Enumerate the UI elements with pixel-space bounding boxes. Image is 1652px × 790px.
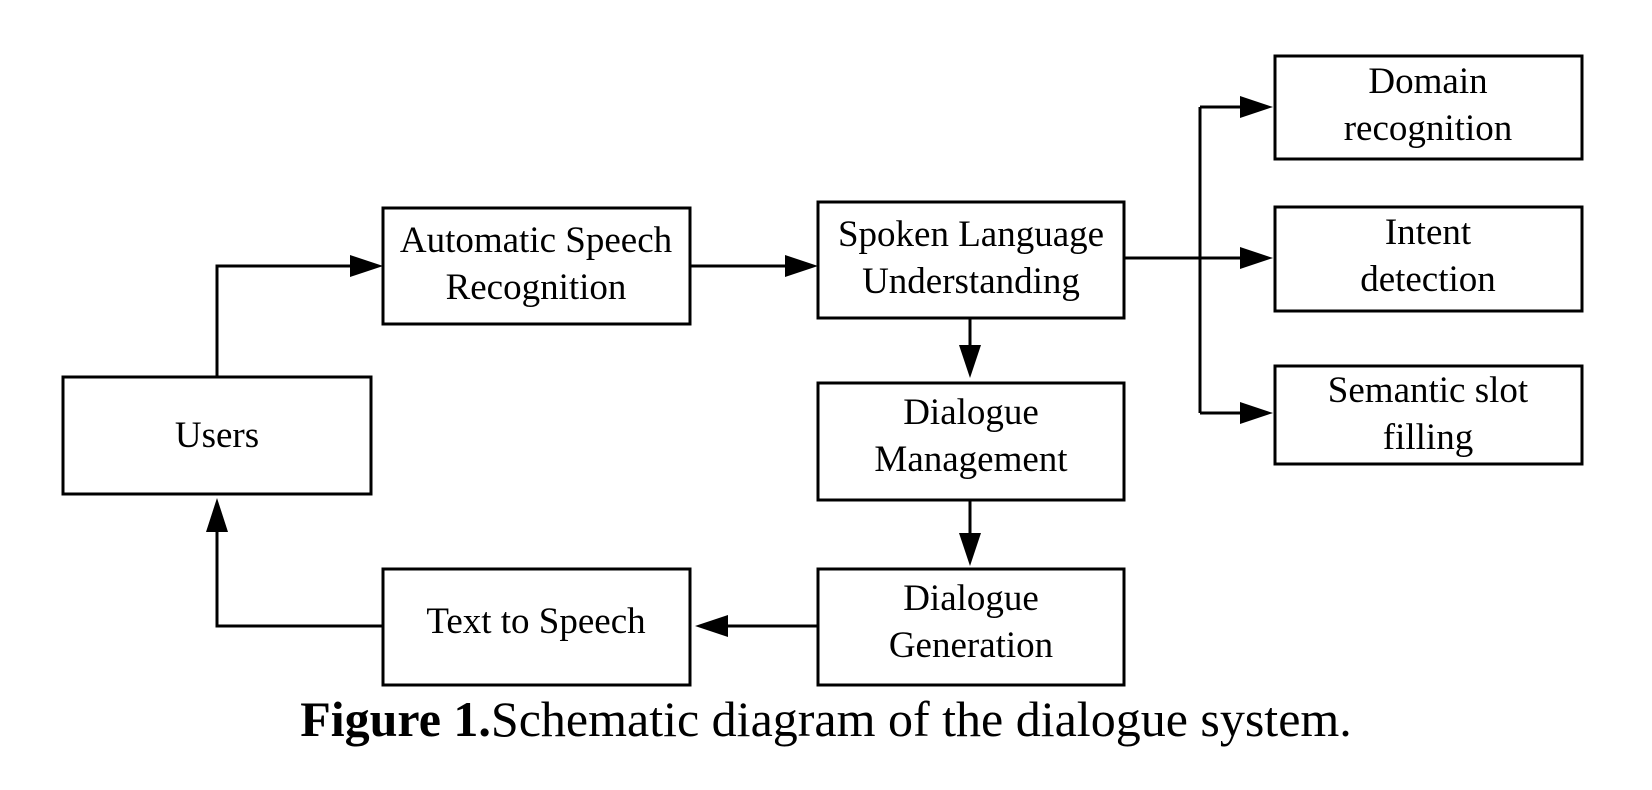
node-automatic-speech-recognition: Automatic Speech Recognition [381,206,692,326]
arrowhead-to-intent [1240,247,1273,269]
node-slu-label-line2: Understanding [862,261,1080,302]
node-domain-label-line1: Domain [1368,61,1487,102]
node-users-label: Users [175,415,259,456]
nodes: Users Automatic Speech Recognition Spoke… [61,54,1584,687]
arrowhead-tts-to-users [206,498,228,532]
node-dialogue-generation: Dialogue Generation [816,567,1126,687]
node-intent-label-line2: detection [1360,259,1496,300]
node-dm-label-line1: Dialogue [903,392,1039,433]
arrowhead-slu-to-dm [959,345,981,378]
node-slu-label-line1: Spoken Language [838,214,1104,255]
figure-caption-text: Schematic diagram of the dialogue system… [490,691,1352,747]
node-asr-label-line1: Automatic Speech [400,220,673,261]
node-domain-label-line2: recognition [1344,108,1513,149]
figure-caption: Figure 1.Schematic diagram of the dialog… [0,690,1652,748]
arrowhead-to-domain [1240,96,1273,118]
node-dm-label-line2: Management [874,439,1068,480]
figure-caption-label: Figure 1. [300,691,491,747]
node-semantic-slot-filling: Semantic slot filling [1273,364,1584,466]
node-intent-detection: Intent detection [1273,205,1584,313]
node-domain-recognition: Domain recognition [1273,54,1584,161]
arrowhead-to-slot [1240,402,1273,424]
node-text-to-speech: Text to Speech [381,567,692,687]
arrowhead-asr-to-slu [785,255,818,277]
node-intent-label-line1: Intent [1385,212,1472,253]
edges [206,96,1273,637]
arrowhead-dg-to-tts [695,615,728,637]
arrowhead-users-to-asr [350,255,383,277]
arrowhead-dm-to-dg [959,533,981,566]
node-asr-label-line2: Recognition [446,267,627,308]
node-slot-label-line1: Semantic slot [1328,370,1529,411]
node-slot-label-line2: filling [1383,417,1473,458]
edge-users-to-asr [215,264,350,377]
node-spoken-language-understanding: Spoken Language Understanding [816,200,1126,320]
node-tts-label: Text to Speech [426,601,646,642]
node-users: Users [61,375,373,496]
dialogue-system-diagram: Users Automatic Speech Recognition Spoke… [61,54,1584,687]
node-dg-label-line2: Generation [889,625,1053,666]
node-dialogue-management: Dialogue Management [816,381,1126,502]
edge-tts-to-users [215,532,383,628]
node-dg-label-line1: Dialogue [903,578,1039,619]
